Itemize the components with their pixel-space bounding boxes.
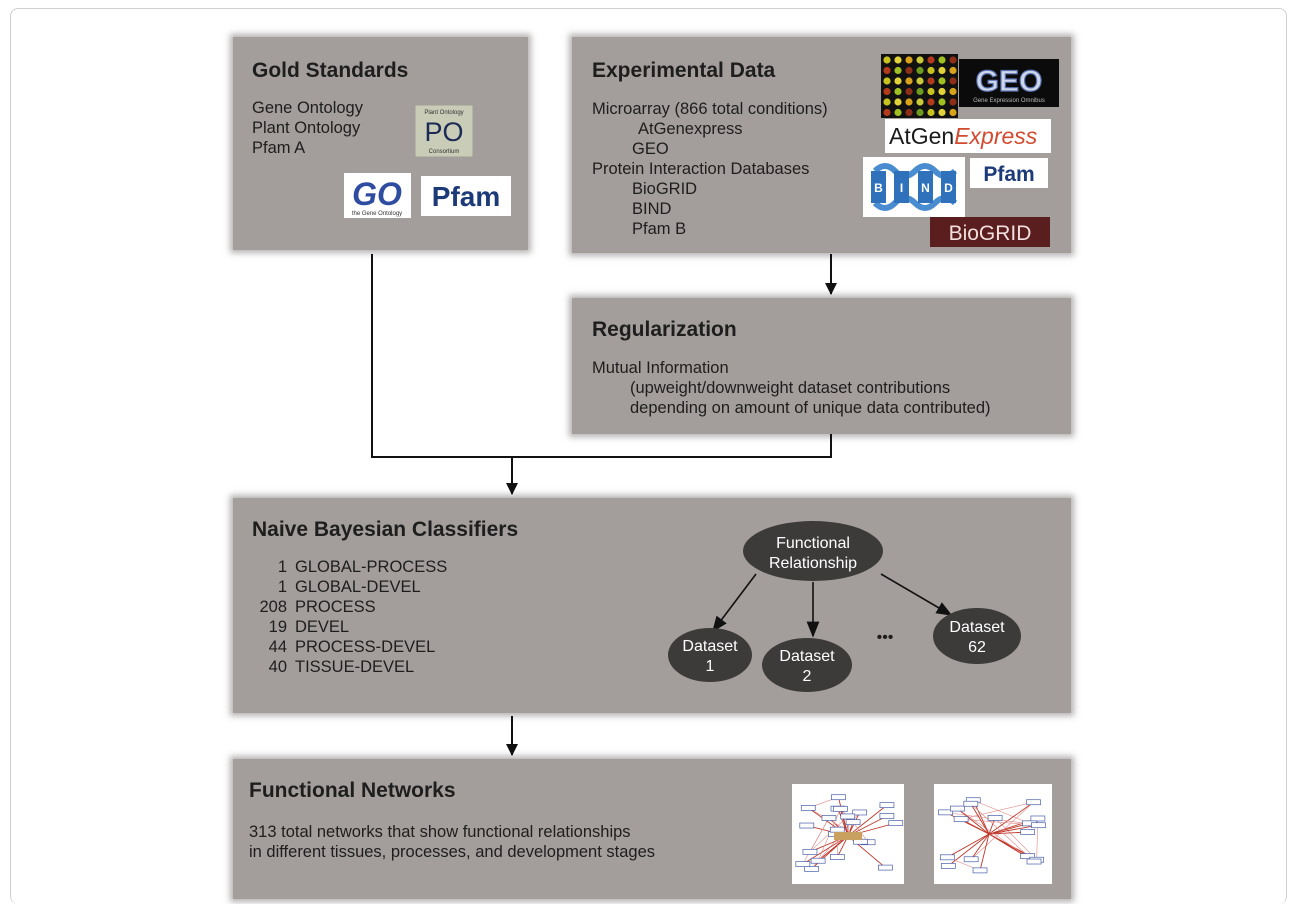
connector-gold-to-merge xyxy=(372,254,831,457)
